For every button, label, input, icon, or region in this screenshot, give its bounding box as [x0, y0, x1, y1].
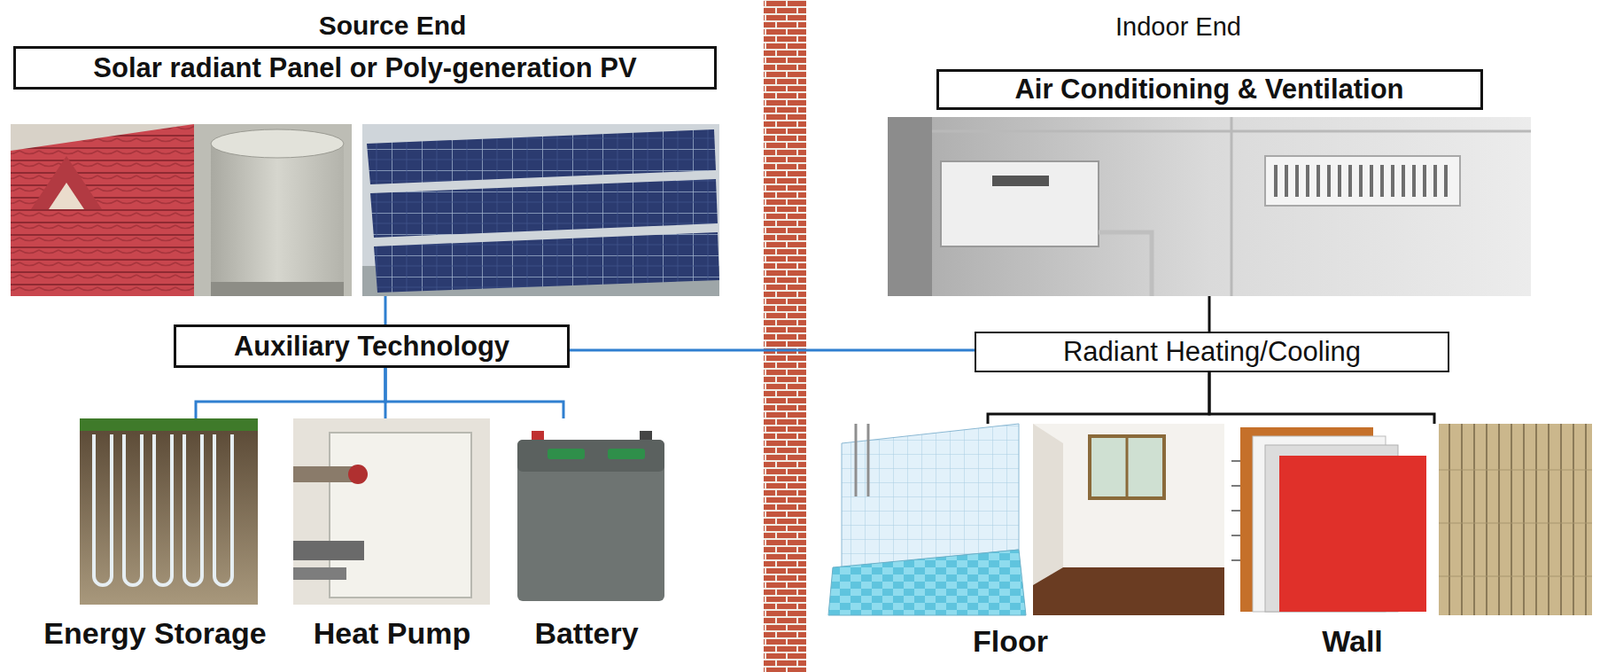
wall-texture-photo — [1438, 469, 1593, 576]
heat-pump-photo — [293, 418, 490, 605]
pv-photo — [370, 178, 718, 238]
auxiliary-box: Auxiliary Technology — [173, 324, 570, 368]
connector-line — [569, 349, 975, 352]
heat-pump-photo — [348, 464, 368, 484]
wall-texture-photo — [1449, 423, 1586, 615]
air-conditioning-photo — [1098, 232, 1152, 296]
title-box: Solar radiant Panel or Poly-generation P… — [13, 46, 717, 90]
air-conditioning-photo — [1265, 155, 1461, 206]
tank-photo — [194, 124, 352, 296]
title-box: Air Conditioning & Ventilation — [936, 69, 1484, 110]
connector-line — [385, 367, 564, 419]
air-conditioning-photo — [1275, 164, 1446, 197]
roof-photo — [48, 182, 85, 210]
photo-caption: Wall — [1321, 623, 1383, 659]
connector-line — [987, 372, 1210, 424]
indoor-panel: Air Conditioning & Ventilation — [887, 69, 1531, 296]
pv-photo — [362, 124, 720, 296]
heat-pump-photo — [293, 540, 365, 560]
photo-caption-node: Floor — [828, 423, 1225, 659]
photo-caption-node: Heat Pump — [283, 418, 501, 651]
pool-floor-illustration — [828, 423, 1026, 615]
roof-photo — [10, 124, 195, 296]
heat-pump-photo — [293, 418, 490, 605]
pv-photo — [366, 129, 716, 185]
radiant-box: Radiant Heating/Cooling — [974, 331, 1450, 373]
battery-photo — [517, 439, 665, 472]
photo-caption: Energy Storage — [43, 615, 266, 651]
connector-line — [195, 367, 386, 419]
pv-photo — [362, 124, 720, 296]
battery-photo — [517, 439, 665, 601]
wall-layers-illustration — [1229, 423, 1434, 615]
air-conditioning-photo — [887, 116, 1531, 296]
photo-caption: Heat Pump — [313, 615, 472, 651]
node-title: Radiant Heating/Cooling — [1063, 335, 1361, 368]
air-conditioning-photo — [887, 116, 933, 296]
wall-layers-illustration — [1229, 423, 1434, 615]
heat-pump-photo — [293, 466, 356, 482]
pool-floor-illustration — [828, 423, 1026, 615]
heat-pump-photo — [329, 432, 472, 598]
battery-photo — [506, 418, 674, 605]
energy-storage-photo — [93, 434, 233, 585]
wall-layers-illustration — [1279, 455, 1427, 612]
energy-storage-photo — [79, 418, 258, 431]
node-title: Auxiliary Technology — [233, 330, 510, 363]
air-conditioning-photo — [932, 116, 1531, 296]
room-photo — [1089, 435, 1165, 498]
room-photo — [1126, 435, 1129, 498]
brick-wall — [763, 0, 807, 672]
node-title: Air Conditioning & Ventilation — [1014, 73, 1404, 106]
pool-floor-illustration — [855, 423, 869, 497]
roof-photo — [10, 124, 195, 296]
tank-photo — [210, 129, 344, 158]
photo-caption: Battery — [534, 615, 638, 651]
air-conditioning-photo — [940, 161, 1099, 247]
brick-wall — [763, 0, 807, 672]
tank-photo — [210, 281, 344, 296]
photo-caption-node: Wall — [1229, 423, 1593, 659]
tank-photo — [194, 124, 352, 296]
photo-caption-node: Energy Storage — [39, 418, 271, 651]
battery-photo — [506, 418, 674, 605]
section-heading: Indoor End — [1115, 12, 1242, 42]
battery-photo — [547, 448, 585, 459]
connector-line — [384, 295, 388, 325]
room-photo — [1033, 566, 1225, 615]
air-conditioning-photo — [992, 175, 1049, 187]
room-photo — [1033, 423, 1064, 585]
roof-photo — [10, 124, 195, 296]
heat-pump-photo — [293, 566, 347, 580]
air-conditioning-photo — [887, 116, 1531, 296]
pv-photo — [373, 232, 720, 293]
energy-storage-photo — [79, 430, 258, 605]
photo-caption: Floor — [972, 623, 1049, 659]
photo-caption-node: Battery — [506, 418, 667, 651]
connector-line — [1209, 372, 1435, 424]
room-photo — [1033, 423, 1225, 615]
source-panel: Solar radiant Panel or Poly-generation P… — [10, 46, 720, 296]
room-photo — [1033, 423, 1225, 615]
energy-storage-photo — [79, 418, 258, 605]
pool-floor-illustration — [828, 549, 1026, 615]
connector-line — [1208, 295, 1212, 332]
pool-floor-illustration — [841, 423, 1019, 567]
section-heading: Source End — [318, 10, 467, 42]
tank-photo — [210, 143, 344, 296]
node-title: Solar radiant Panel or Poly-generation P… — [93, 52, 637, 85]
wall-texture-photo — [1438, 423, 1593, 615]
battery-photo — [607, 448, 645, 459]
roof-photo — [31, 155, 102, 210]
wall-texture-photo — [1438, 423, 1593, 615]
